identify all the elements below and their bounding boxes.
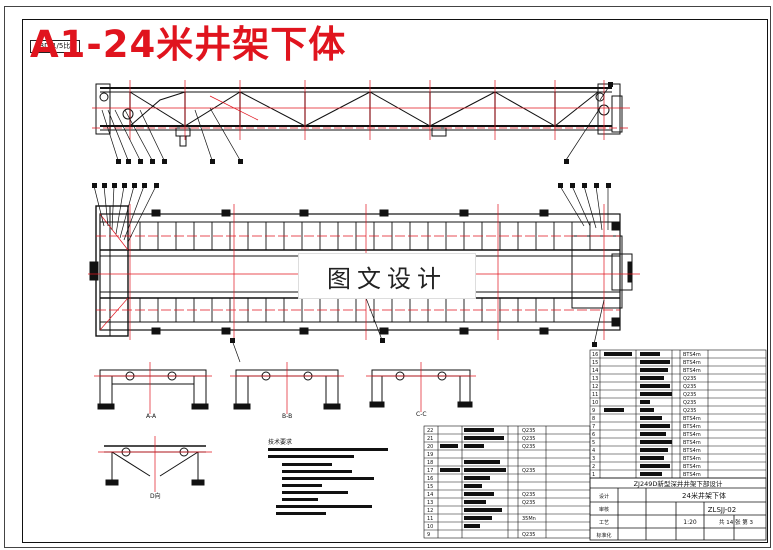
right-material: Q235 [683, 384, 696, 390]
right-material: Q235 [683, 400, 696, 406]
left-row-no: 20 [427, 444, 433, 450]
parts-list-right: 16 15 14 13 12 11 10 9 8 7 6 5 4 3 2 1 B… [592, 352, 701, 478]
right-material: BTS4m [683, 368, 701, 374]
left-material: Q235 [522, 468, 535, 474]
right-row-no: 4 [592, 448, 595, 454]
section-label-d: D向 [150, 492, 161, 500]
left-row-no: 16 [427, 476, 433, 482]
left-material: Q235 [522, 532, 535, 538]
right-row-no: 7 [592, 424, 595, 430]
right-row-no: 15 [592, 360, 598, 366]
row-label-design: 设计 [599, 493, 609, 500]
right-row-no: 5 [592, 440, 595, 446]
left-material: Q235 [522, 444, 535, 450]
right-row-no: 9 [592, 408, 595, 414]
left-row-no: 12 [427, 508, 433, 514]
parts-list-left: 22 21 20 19 18 17 16 15 14 13 12 11 10 9… [427, 428, 536, 538]
right-material: BTS4m [683, 416, 701, 422]
right-material: BTS4m [683, 464, 701, 470]
sheet-info: 共 14 张 第 3 [719, 518, 753, 526]
outer-frame [4, 6, 771, 548]
section-label-bb: B-B [282, 413, 292, 420]
technical-notes: 技术要求 [268, 438, 388, 515]
right-material: BTS4m [683, 352, 701, 358]
drawing-title: A1-24米井架下体 [30, 23, 347, 66]
right-row-no: 1 [592, 472, 595, 478]
right-material: BTS4m [683, 360, 701, 366]
left-material: Q235 [522, 436, 535, 442]
row-label-review: 审核 [599, 506, 609, 513]
right-material: Q235 [683, 408, 696, 414]
title-block: ZJ249D新型深井井架下部设计 24米井架下体 ZLSJJ-02 1:20 共… [596, 479, 753, 539]
row-label-standard: 标准化 [596, 532, 611, 539]
left-row-no: 19 [427, 452, 433, 458]
left-row-no: 21 [427, 436, 433, 442]
inner-frame [22, 19, 768, 543]
left-row-no: 18 [427, 460, 433, 466]
right-row-no: 14 [592, 368, 598, 374]
left-row-no: 17 [427, 468, 433, 474]
right-row-no: 16 [592, 352, 598, 358]
right-material: BTS4m [683, 440, 701, 446]
right-row-no: 13 [592, 376, 598, 382]
right-material: BTS4m [683, 448, 701, 454]
left-row-no: 15 [427, 484, 433, 490]
left-row-no: 9 [427, 532, 430, 538]
right-row-no: 2 [592, 464, 595, 470]
right-material: BTS4m [683, 424, 701, 430]
right-row-no: 12 [592, 384, 598, 390]
watermark: 图文设计 [298, 253, 476, 299]
project-name: ZJ249D新型深井井架下部设计 [634, 479, 723, 488]
part-name: 24米井架下体 [682, 491, 726, 500]
right-material: BTS4m [683, 472, 701, 478]
left-material: Q235 [522, 500, 535, 506]
left-row-no: 10 [427, 524, 433, 530]
right-row-no: 8 [592, 416, 595, 422]
right-row-no: 3 [592, 456, 595, 462]
right-row-no: 10 [592, 400, 598, 406]
left-row-no: 11 [427, 516, 433, 522]
right-material: BTS4m [683, 432, 701, 438]
left-row-no: 22 [427, 428, 433, 434]
row-label-process: 工艺 [599, 520, 609, 526]
right-material: BTS4m [683, 456, 701, 462]
corner-tag: 3D-1/5比 [30, 40, 80, 53]
right-material: Q235 [683, 376, 696, 382]
left-material: Q235 [522, 428, 535, 434]
scale: 1:20 [683, 519, 697, 526]
section-label-aa: A-A [146, 413, 157, 420]
parts-list-left-grid [423, 425, 591, 539]
elevation-view [95, 83, 623, 147]
left-material: 35Mn [522, 516, 536, 522]
notes-heading: 技术要求 [268, 438, 292, 446]
title-block-grid [589, 477, 767, 541]
left-material: Q235 [522, 492, 535, 498]
left-row-no: 14 [427, 492, 433, 498]
right-row-no: 6 [592, 432, 595, 438]
parts-list-right-grid [589, 349, 767, 479]
right-material: Q235 [683, 392, 696, 398]
left-row-no: 13 [427, 500, 433, 506]
drawing-number: ZLSJJ-02 [708, 506, 736, 514]
right-row-no: 11 [592, 392, 598, 398]
section-label-cc: C-C [416, 411, 427, 418]
